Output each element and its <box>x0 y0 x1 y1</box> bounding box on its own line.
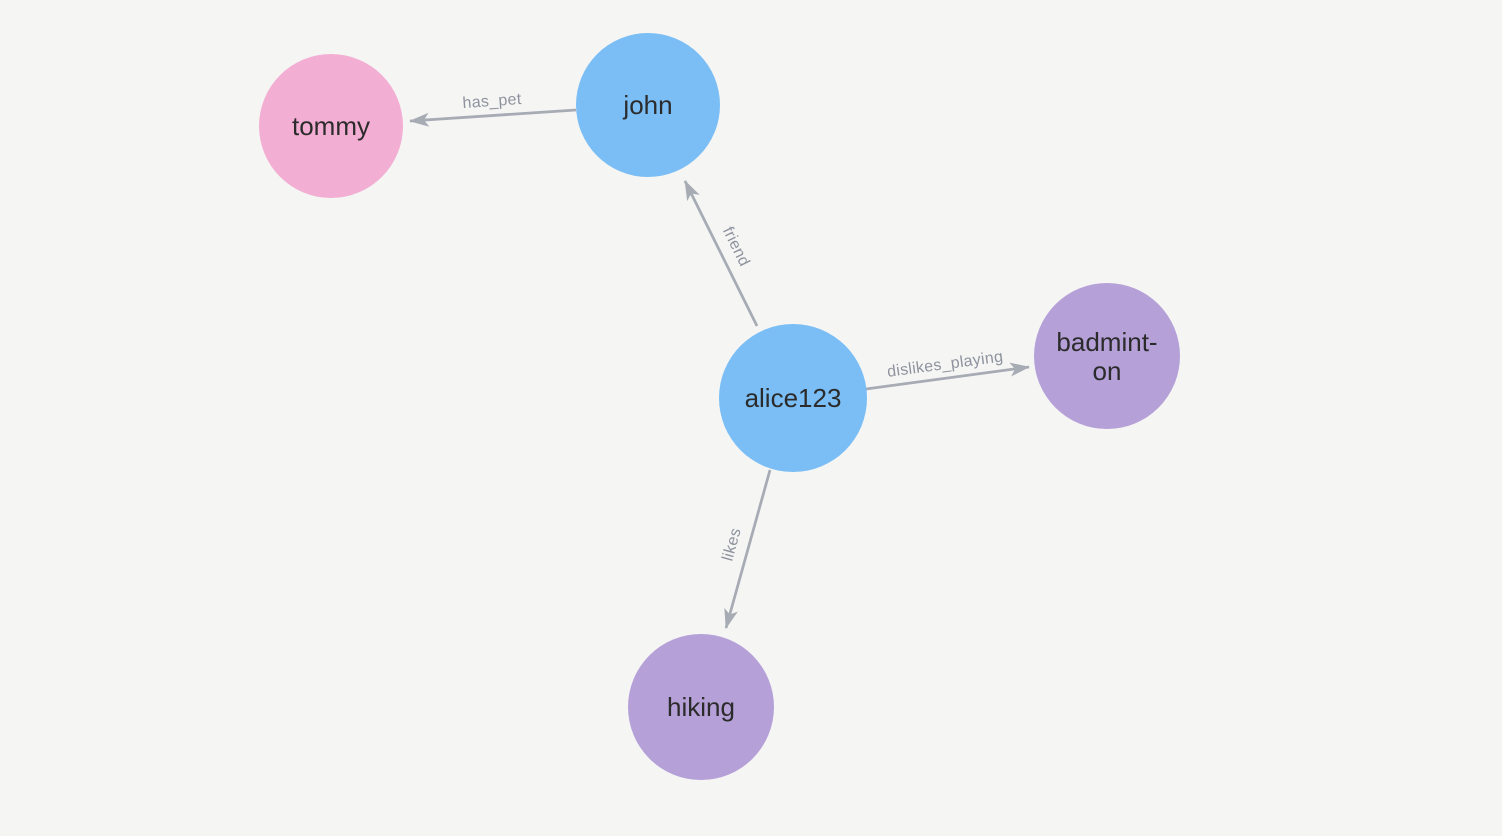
edge-line-has-pet[interactable] <box>409 108 577 127</box>
node-hiking[interactable]: hiking <box>628 634 774 780</box>
node-john-circle <box>576 33 720 177</box>
edge-label-likes[interactable]: likes <box>719 526 744 563</box>
edge-label-dislikes-playing[interactable]: dislikes_playing <box>886 348 1004 381</box>
edge-line-friend[interactable] <box>683 180 759 327</box>
node-badminton-circle <box>1034 283 1180 429</box>
edge-alice123-badminton: dislikes_playing <box>865 348 1030 391</box>
node-tommy[interactable]: tommy <box>259 54 403 198</box>
node-john[interactable]: john <box>576 33 720 177</box>
edge-john-tommy: has_pet <box>409 91 577 127</box>
node-alice123-circle <box>719 324 867 472</box>
node-badminton[interactable]: badmint- on <box>1034 283 1180 429</box>
edge-label-has-pet[interactable]: has_pet <box>462 91 522 112</box>
edge-alice123-john: friend <box>683 180 759 327</box>
node-alice123[interactable]: alice123 <box>719 324 867 472</box>
edge-alice123-hiking: likes <box>719 469 772 629</box>
edge-line-dislikes-playing[interactable] <box>865 362 1030 391</box>
edge-line-likes[interactable] <box>724 469 772 629</box>
node-hiking-circle <box>628 634 774 780</box>
node-tommy-circle <box>259 54 403 198</box>
